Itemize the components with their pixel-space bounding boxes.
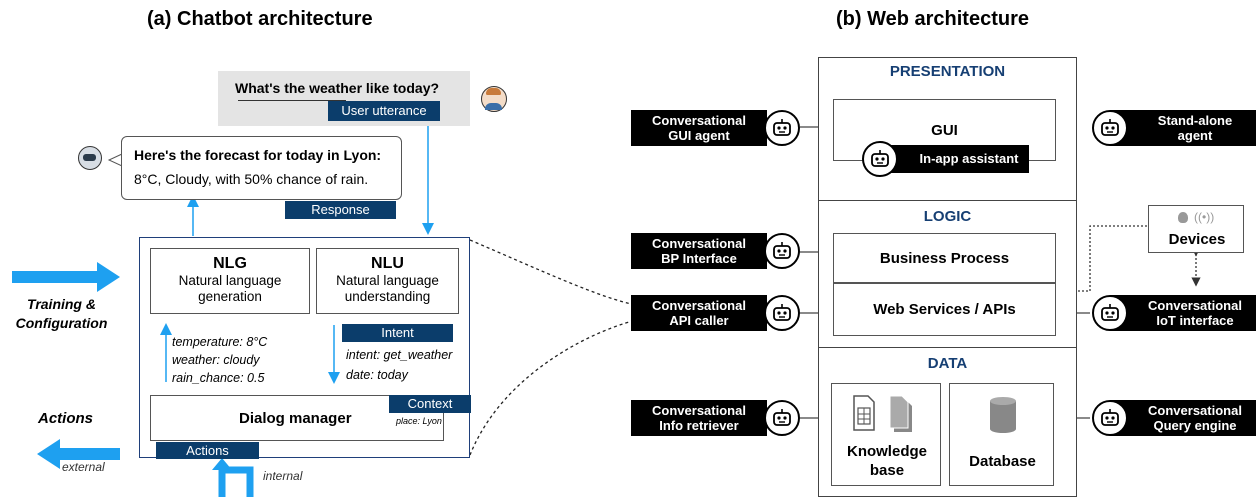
- agent-gui-line1: Conversational: [652, 113, 746, 128]
- agent-bp: Conversational BP Interface: [631, 233, 767, 269]
- knowledge-base-label: Knowledge base: [846, 443, 927, 479]
- intent-tag: Intent: [342, 324, 453, 342]
- in-app-label: In-app assistant: [919, 151, 1019, 166]
- agent-query-line1: Conversational: [1148, 403, 1242, 418]
- agent-standalone: Stand-alone agent: [1110, 110, 1256, 146]
- actions-tag: Actions: [156, 442, 259, 459]
- chatbot-box: [139, 237, 470, 458]
- agent-standalone-line1: Stand-alone: [1157, 113, 1233, 128]
- date-line: date: today: [346, 368, 408, 382]
- bot-reply-line1: Here's the forecast for today in Lyon:: [134, 147, 382, 163]
- user-question: What's the weather like today?: [235, 80, 440, 96]
- database-icon: [990, 397, 1016, 433]
- training-label: Training & Configuration: [15, 296, 108, 331]
- agent-query: Conversational Query engine: [1110, 400, 1256, 436]
- web-services-box: Web Services / APIs: [833, 283, 1056, 336]
- document-icon: [853, 395, 912, 432]
- response-tag: Response: [285, 201, 396, 219]
- layer-data: DATA: [927, 355, 968, 372]
- agent-gui-line2: GUI agent: [668, 128, 730, 143]
- business-process-label: Business Process: [879, 250, 1010, 267]
- nlu-box: NLU Natural language understanding: [316, 248, 459, 314]
- agent-api-line1: Conversational: [652, 298, 746, 313]
- dialog-manager-label: Dialog manager: [239, 410, 352, 427]
- internal-label: internal: [263, 469, 303, 483]
- bulb-icon: [1178, 212, 1188, 223]
- robot-icon: [1092, 295, 1128, 331]
- slot-rain-chance: rain_chance: 0.5: [172, 371, 265, 385]
- database-label: Database: [969, 453, 1036, 470]
- actions-internal-loop: [218, 466, 254, 497]
- nlg-subtitle: Natural language generation: [178, 273, 282, 304]
- web-title: (b) Web architecture: [836, 8, 1029, 30]
- robot-icon: [1092, 110, 1128, 146]
- knowledge-base-box: Knowledge base: [831, 383, 941, 486]
- user-avatar-icon: [481, 86, 507, 112]
- business-process-box: Business Process: [833, 233, 1056, 283]
- bot-reply-line2: 8°C, Cloudy, with 50% chance of rain.: [134, 171, 369, 187]
- external-label: external: [62, 460, 105, 474]
- training-arrow: [12, 262, 120, 292]
- layer-logic: LOGIC: [923, 208, 972, 225]
- devices-label: Devices: [1168, 231, 1226, 248]
- robot-icon: [764, 233, 800, 269]
- robot-icon: [862, 141, 898, 177]
- gui-label: GUI: [931, 122, 958, 139]
- web-services-label: Web Services / APIs: [873, 301, 1016, 318]
- layer-presentation: PRESENTATION: [889, 63, 1006, 80]
- agent-info: Conversational Info retriever: [631, 400, 767, 436]
- context-tag: Context: [389, 395, 471, 413]
- agent-info-line1: Conversational: [652, 403, 746, 418]
- robot-icon: [764, 110, 800, 146]
- database-box: Database: [949, 383, 1054, 486]
- robot-icon: [1092, 400, 1128, 436]
- nlu-title: NLU: [371, 255, 404, 272]
- in-app-assistant: In-app assistant: [883, 145, 1029, 173]
- nlg-box: NLG Natural language generation: [150, 248, 310, 314]
- context-value: place: Lyon: [396, 416, 442, 426]
- actions-external-arrow: [37, 439, 120, 469]
- bot-avatar-icon: [78, 146, 102, 170]
- agent-bp-line2: BP Interface: [661, 251, 737, 266]
- nlu-subtitle: Natural language understanding: [336, 273, 439, 304]
- bot-bubble: Here's the forecast for today in Lyon: 8…: [121, 136, 402, 200]
- agent-api-line2: API caller: [669, 313, 729, 328]
- agent-iot: Conversational IoT interface: [1110, 295, 1256, 331]
- intent-line: intent: get_weather: [346, 348, 453, 362]
- agent-query-line2: Query engine: [1153, 418, 1237, 433]
- agent-bp-line1: Conversational: [652, 236, 746, 251]
- signal-icon: ((•)): [1194, 210, 1215, 224]
- slot-temperature: temperature: 8°C: [172, 335, 268, 349]
- agent-iot-line1: Conversational: [1148, 298, 1242, 313]
- agent-gui: Conversational GUI agent: [631, 110, 767, 146]
- user-bubble: What's the weather like today?: [218, 71, 470, 126]
- robot-icon: [764, 295, 800, 331]
- agent-standalone-line2: agent: [1177, 128, 1213, 143]
- agent-api: Conversational API caller: [631, 295, 767, 331]
- user-utterance-tag: User utterance: [328, 101, 440, 121]
- chatbot-title: (a) Chatbot architecture: [147, 8, 373, 30]
- slot-weather: weather: cloudy: [172, 353, 260, 367]
- devices-box: ((•)) Devices: [1148, 205, 1244, 253]
- agent-info-line2: Info retriever: [659, 418, 739, 433]
- actions-label: Actions: [38, 410, 94, 427]
- agent-iot-line2: IoT interface: [1156, 313, 1234, 328]
- nlg-title: NLG: [213, 255, 247, 272]
- robot-icon: [764, 400, 800, 436]
